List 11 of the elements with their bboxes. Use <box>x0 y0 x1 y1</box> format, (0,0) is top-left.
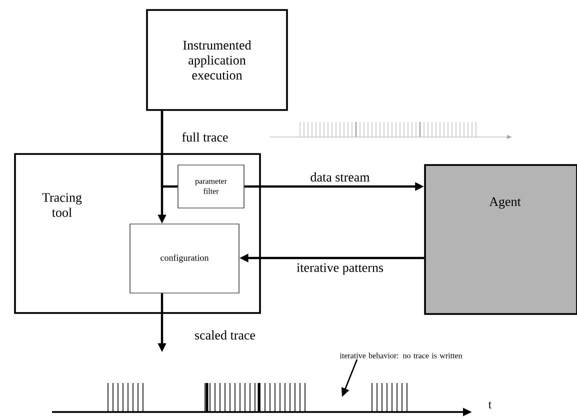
edge-label: data stream <box>309 171 371 183</box>
connector-line <box>160 110 178 188</box>
filter-box: parameter filter <box>178 164 244 208</box>
agent-box: Agent <box>424 164 577 315</box>
edge-label: full trace <box>180 131 230 143</box>
axis-label: t <box>488 402 492 408</box>
edge-label: iterative patterns <box>296 262 384 276</box>
edge-label: scaled trace <box>194 329 256 341</box>
configuration-box: configuration <box>130 224 240 294</box>
annotation-text: iterative behavior: no trace is written <box>340 352 462 358</box>
process-box: Instrumented application execution <box>146 9 288 111</box>
